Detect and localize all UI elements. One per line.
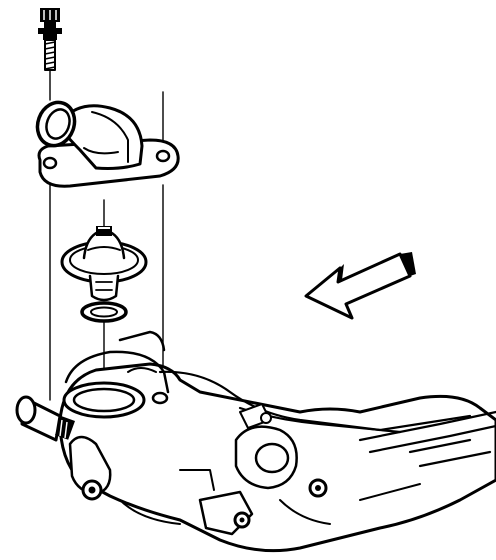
sensor-icon: [15, 395, 75, 442]
water-outlet-icon: [35, 100, 180, 188]
alignment-guides: [49, 69, 164, 401]
manifold-icon: [58, 330, 496, 553]
arrow-left-icon: [304, 252, 416, 320]
bolt-icon: [38, 8, 62, 71]
thermostat-icon: [60, 226, 148, 302]
seal-ring-icon: [80, 301, 128, 323]
